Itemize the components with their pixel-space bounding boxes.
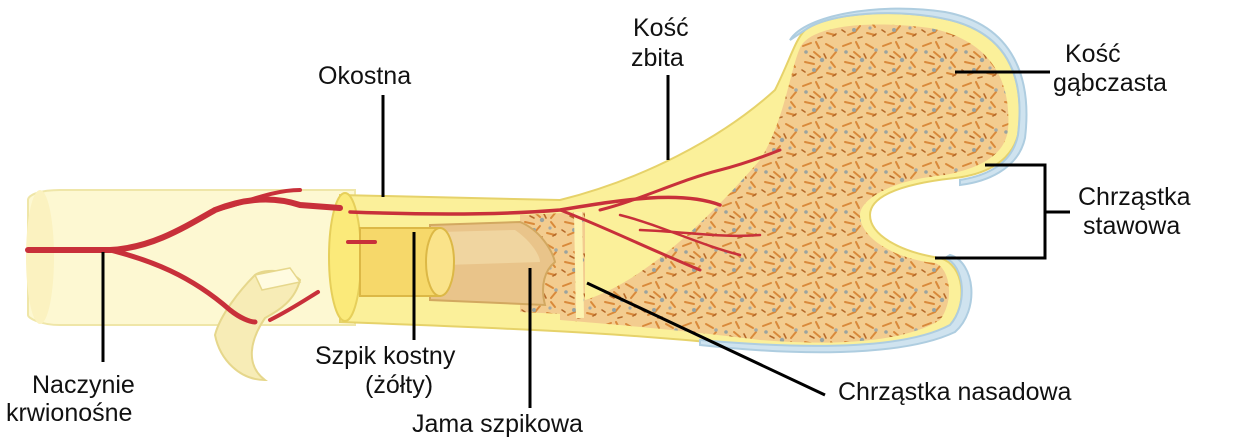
label-chrzastka-nasadowa: Chrząstka nasadowa <box>838 378 1072 406</box>
label-szpik-line1: Szpik kostny <box>315 342 456 370</box>
label-naczynie-line1: Naczynie <box>32 371 135 399</box>
label-kosc-zbita-line2: zbita <box>631 44 684 72</box>
label-kosc-gabczasta-line1: Kość <box>1065 40 1121 68</box>
label-jama-szpikowa: Jama szpikowa <box>412 410 583 437</box>
marrow-cylinder-end <box>426 228 454 296</box>
label-kosc-zbita-line1: Kość <box>633 14 689 42</box>
label-chrzastka-stawowa-line2: stawowa <box>1083 212 1180 240</box>
bone-shaft <box>26 190 355 380</box>
yellow-marrow <box>360 228 454 296</box>
label-naczynie-line2: krwionośne <box>6 399 132 427</box>
shaft-end-left <box>26 190 54 324</box>
label-szpik-line2: (żółty) <box>365 371 433 399</box>
label-chrzastka-stawowa-line1: Chrząstka <box>1078 183 1191 211</box>
epiphyseal-plate <box>578 212 580 318</box>
shaft-outer-periosteum <box>28 190 355 325</box>
label-kosc-gabczasta-line2: gąbczasta <box>1053 69 1167 97</box>
label-okostna: Okostna <box>318 62 411 90</box>
